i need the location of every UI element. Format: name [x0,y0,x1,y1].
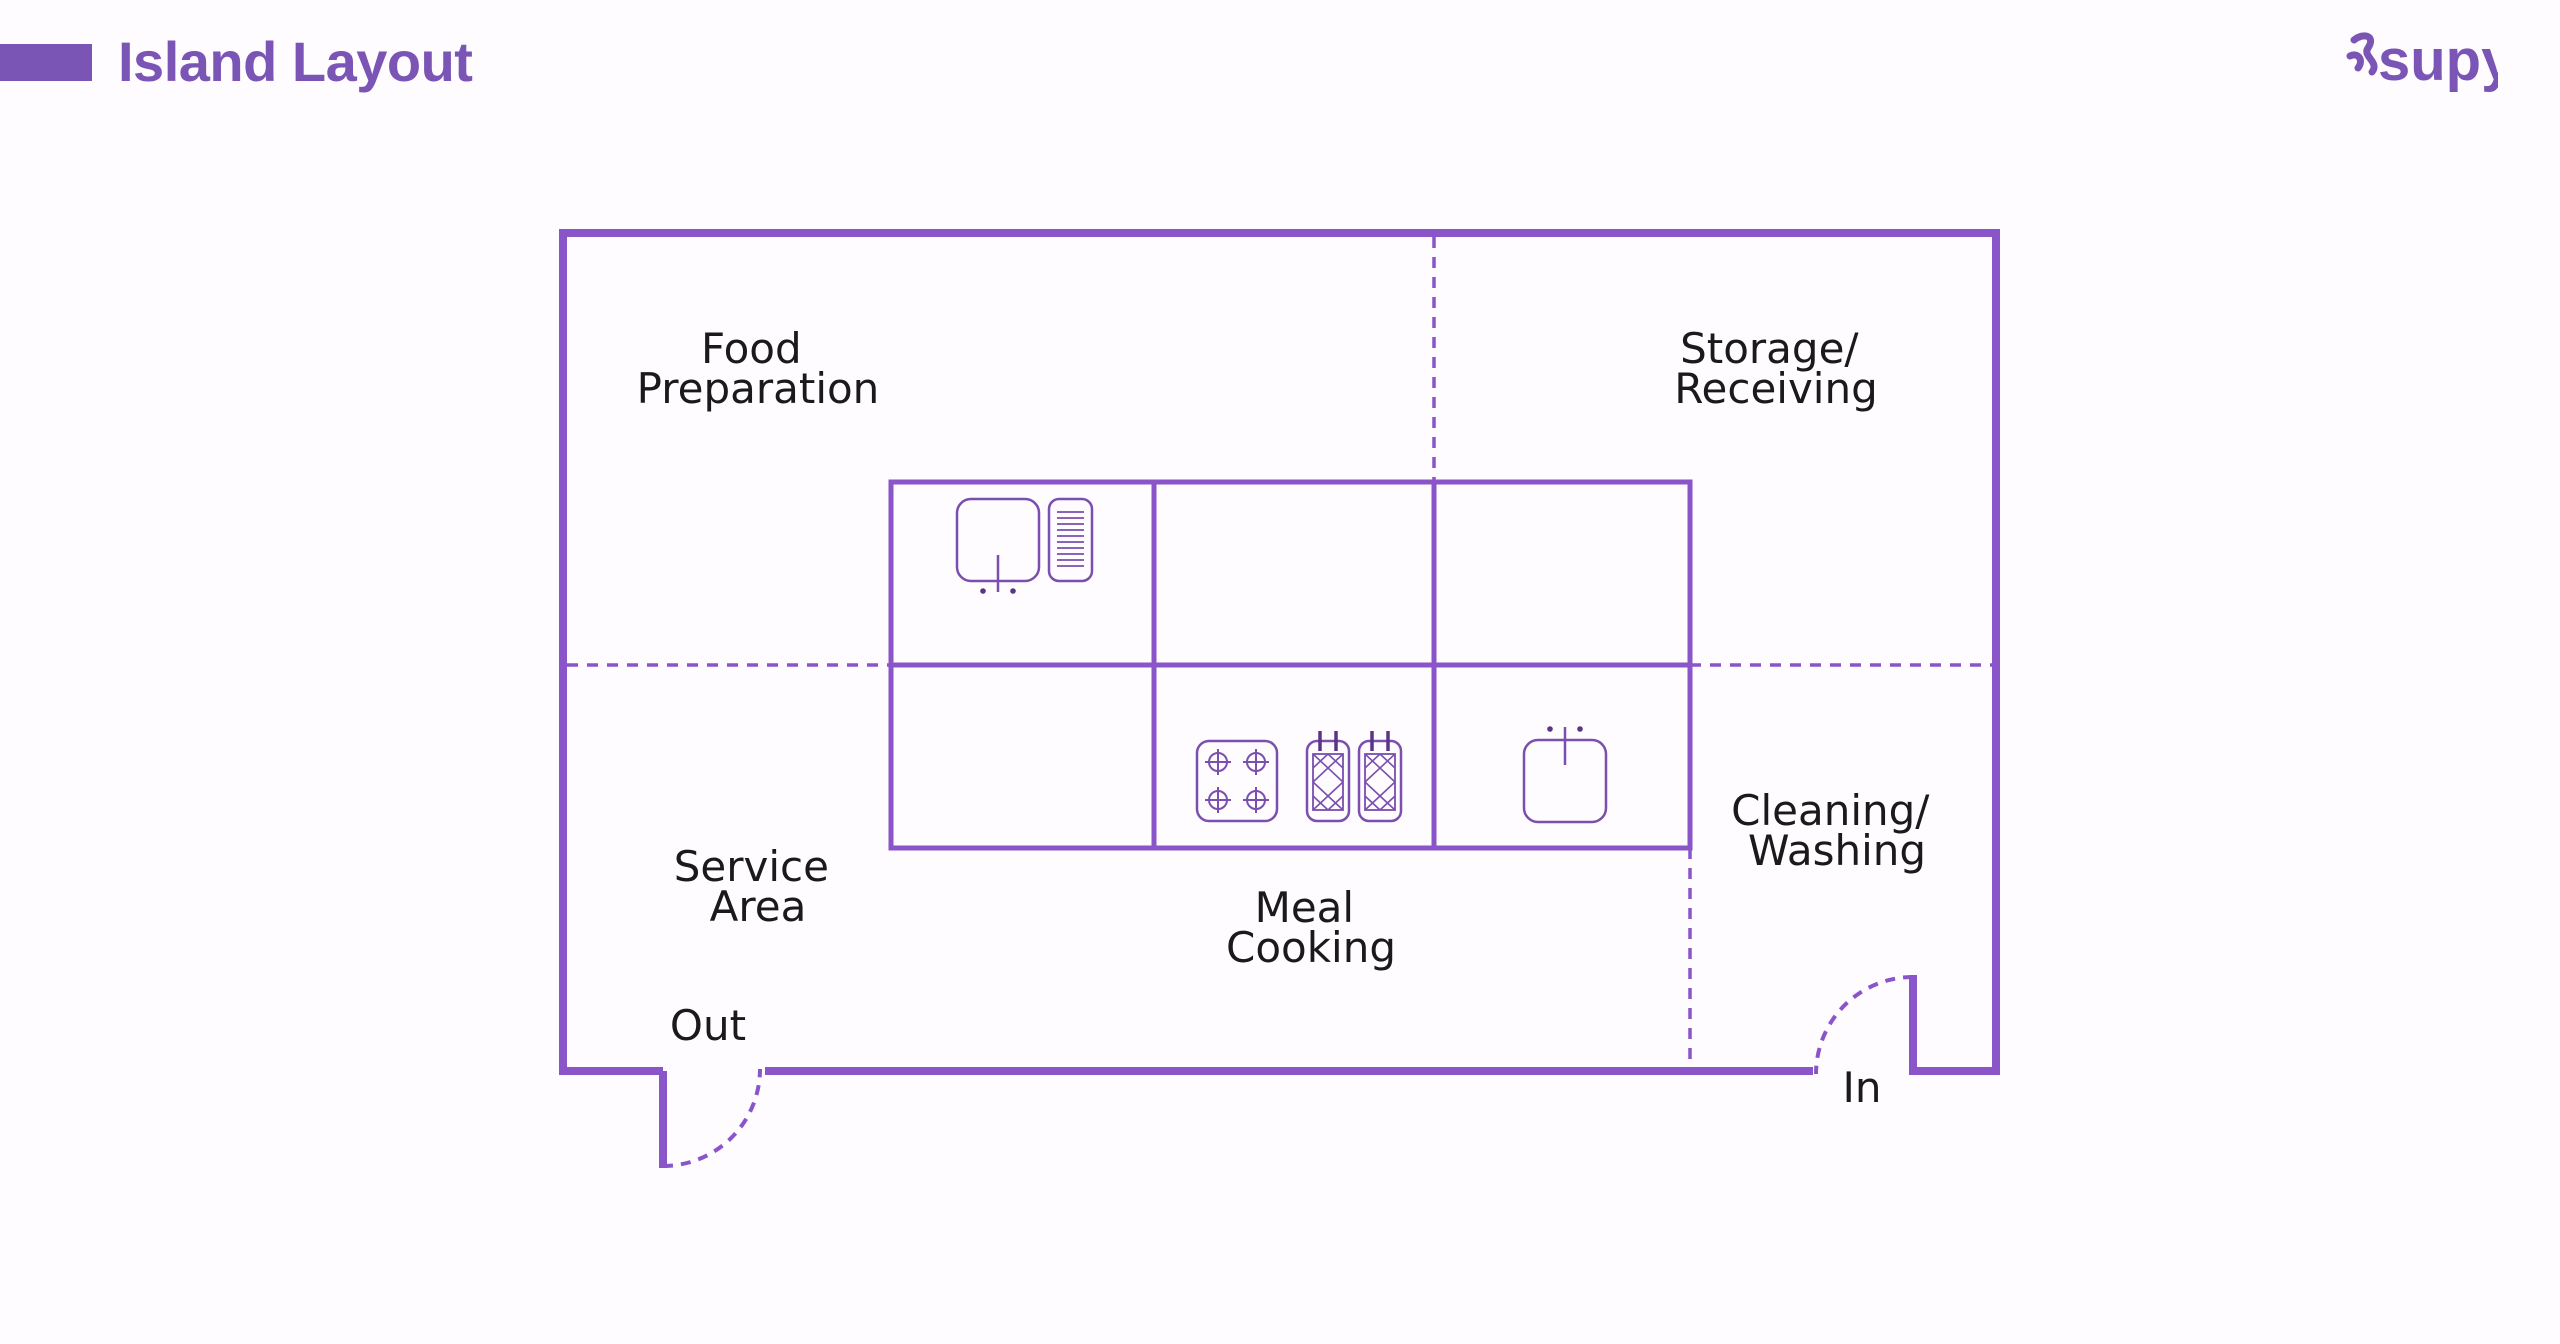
zone-label-storage-receiving: Storage/ Receiving [1674,324,1878,413]
page-title: Island Layout [118,30,473,93]
zone-label-food-preparation: Food Preparation [637,324,880,413]
logo-wordmark: supy [2378,28,2498,93]
entry-door-label: In [1842,1063,1881,1112]
washing-sink-icon [1522,726,1608,824]
title-accent-bar [0,44,92,81]
drainboard-icon [1047,497,1094,583]
supy-logo: supy [2346,28,2498,93]
zone-label-meal-cooking: Meal Cooking [1226,883,1396,972]
entry-door-swing [1814,975,1914,1075]
zone-label-service-area: Service Area [674,842,843,931]
stovetop-icon [1195,739,1279,823]
grill-icon [1357,731,1403,823]
grill-icon [1305,731,1351,823]
supy-wave-logo-icon [2346,32,2378,76]
exit-door-swing [662,1068,762,1168]
prep-sink-icon [955,497,1041,594]
central-island [888,479,1693,851]
outer-wall-bottom [659,1067,1813,1168]
exit-door-label: Out [670,1001,746,1050]
zone-dividers [567,237,1992,1067]
outer-wall [559,229,2000,1075]
zone-label-cleaning-washing: Cleaning/ Washing [1731,786,1943,875]
